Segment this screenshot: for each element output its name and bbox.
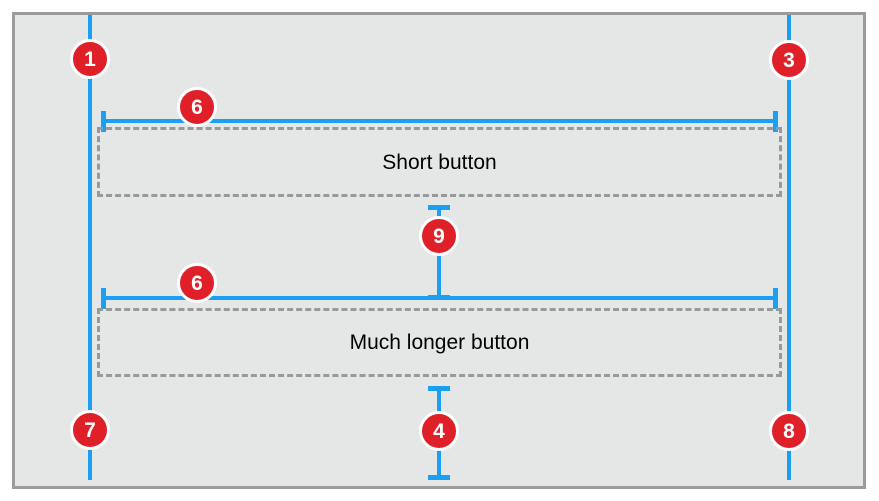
callout-badge-width-second: 6 (177, 263, 217, 303)
short-button-label: Short button (382, 150, 497, 174)
width-constraint-line-first (101, 111, 778, 132)
short-button-placeholder: Short button (97, 127, 782, 197)
layout-canvas: Short button Much longer button 1 3 6 9 … (12, 12, 866, 489)
callout-badge-bottom-spacing: 4 (419, 411, 459, 451)
leading-margin-guide (88, 15, 92, 480)
callout-badge-bottom-left-margin: 7 (70, 410, 110, 450)
trailing-margin-guide (787, 15, 791, 480)
callout-badge-top-left-margin: 1 (70, 39, 110, 79)
much-longer-button-label: Much longer button (349, 331, 530, 354)
callout-badge-width-first: 6 (177, 87, 217, 127)
callout-badge-top-right-margin: 3 (769, 40, 809, 80)
much-longer-button-placeholder: Much longer button (97, 308, 782, 377)
callout-badge-vertical-spacing: 9 (419, 216, 459, 256)
callout-badge-bottom-right-margin: 8 (769, 411, 809, 451)
